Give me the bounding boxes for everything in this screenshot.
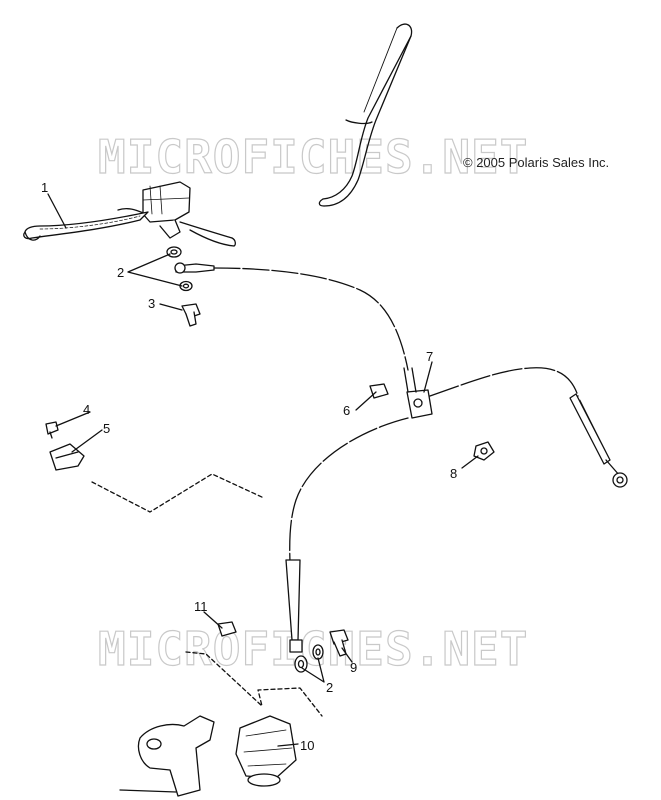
callout-2-upper: 2 bbox=[117, 265, 125, 280]
brake-line-lower bbox=[289, 417, 409, 621]
callout-2-lower: 2 bbox=[326, 680, 334, 695]
brake-caliper bbox=[235, 715, 297, 787]
brake-lever bbox=[23, 211, 149, 241]
washer-lower-a bbox=[294, 655, 308, 673]
brake-junction-block bbox=[403, 367, 433, 419]
brake-line-right-fitting bbox=[569, 393, 628, 488]
callout-3: 3 bbox=[148, 296, 156, 311]
master-cylinder bbox=[117, 181, 191, 239]
clip-screw bbox=[45, 421, 59, 439]
brake-line-right bbox=[429, 367, 579, 397]
junction-bolt bbox=[369, 383, 389, 399]
callout-7: 7 bbox=[426, 349, 434, 364]
banjo-bolt-lower bbox=[329, 629, 349, 657]
callout-10: 10 bbox=[300, 738, 315, 753]
watermark-top: MICROFICHES.NET bbox=[97, 129, 529, 184]
washer-lower-b bbox=[312, 644, 324, 660]
handlebar-tube bbox=[322, 23, 413, 200]
callout-4: 4 bbox=[83, 402, 91, 417]
callout-11: 11 bbox=[194, 599, 208, 614]
washer-upper-a bbox=[166, 246, 182, 258]
callout-9: 9 bbox=[350, 660, 358, 675]
junction-nut bbox=[473, 441, 495, 461]
callout-6: 6 bbox=[343, 403, 351, 418]
brake-line-lower-fitting bbox=[285, 559, 303, 653]
banjo-fitting-upper bbox=[175, 263, 215, 273]
brake-line-upper bbox=[213, 267, 409, 371]
steering-knuckle bbox=[119, 715, 215, 797]
caliper-mount-bolt bbox=[217, 621, 237, 637]
callout-8: 8 bbox=[450, 466, 458, 481]
callout-5: 5 bbox=[103, 421, 111, 436]
callout-1: 1 bbox=[41, 180, 49, 195]
brake-line-clip bbox=[49, 443, 85, 471]
banjo-bolt-upper bbox=[181, 303, 201, 327]
copyright-notice: © 2005 Polaris Sales Inc. bbox=[463, 155, 610, 170]
watermark-bottom: MICROFICHES.NET bbox=[97, 621, 529, 676]
